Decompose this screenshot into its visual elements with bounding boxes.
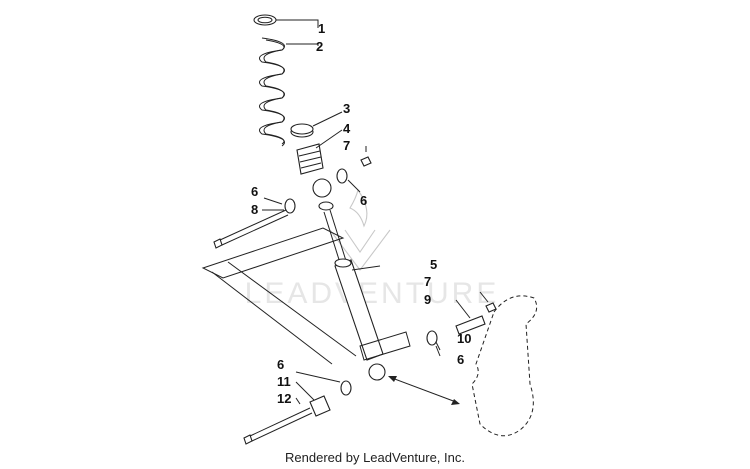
callout-9: 9 xyxy=(424,292,431,307)
coil-spring xyxy=(259,37,285,147)
steering-knuckle xyxy=(471,295,538,437)
a-arm xyxy=(201,227,411,365)
arrow-line xyxy=(388,376,460,405)
watermark: LEADVENTURE xyxy=(245,188,500,310)
spring-retainer xyxy=(296,143,324,175)
callout-7-lower: 7 xyxy=(424,274,431,289)
watermark-flame-icon xyxy=(349,188,368,228)
shock-absorber xyxy=(312,178,386,381)
callout-11: 11 xyxy=(277,374,291,389)
lower-spacer xyxy=(309,395,331,417)
callout-10: 10 xyxy=(457,331,471,346)
callout-1: 1 xyxy=(318,21,325,36)
rendered-by-credit: Rendered by LeadVenture, Inc. xyxy=(285,450,465,465)
knuckle-sleeve xyxy=(455,315,486,335)
lower-bushing xyxy=(340,380,352,396)
upper-bushing-left xyxy=(284,198,296,214)
callout-3: 3 xyxy=(343,101,350,116)
callout-2: 2 xyxy=(316,39,323,54)
callout-7-upper: 7 xyxy=(343,138,350,153)
callout-4: 4 xyxy=(343,121,351,136)
knuckle-bushing xyxy=(426,330,438,346)
callout-12: 12 xyxy=(277,391,291,406)
upper-bolt xyxy=(213,209,289,249)
callout-6-upper-right: 6 xyxy=(360,193,367,208)
callout-6-lower: 6 xyxy=(277,357,284,372)
upper-bushing-right xyxy=(336,168,348,184)
callout-6-knuckle: 6 xyxy=(457,352,464,367)
callout-6-upper-left: 6 xyxy=(251,184,258,199)
retainer-ring xyxy=(253,14,277,26)
leader-lines xyxy=(262,19,489,405)
watermark-text: LEADVENTURE xyxy=(245,277,500,310)
callout-labels: 1 2 3 4 7 6 6 8 5 7 9 10 6 6 11 12 xyxy=(251,21,471,406)
adjuster-nut xyxy=(290,123,314,138)
callout-8: 8 xyxy=(251,202,258,217)
lower-bolt xyxy=(243,407,313,445)
callout-5: 5 xyxy=(430,257,437,272)
upper-nut xyxy=(360,156,372,167)
